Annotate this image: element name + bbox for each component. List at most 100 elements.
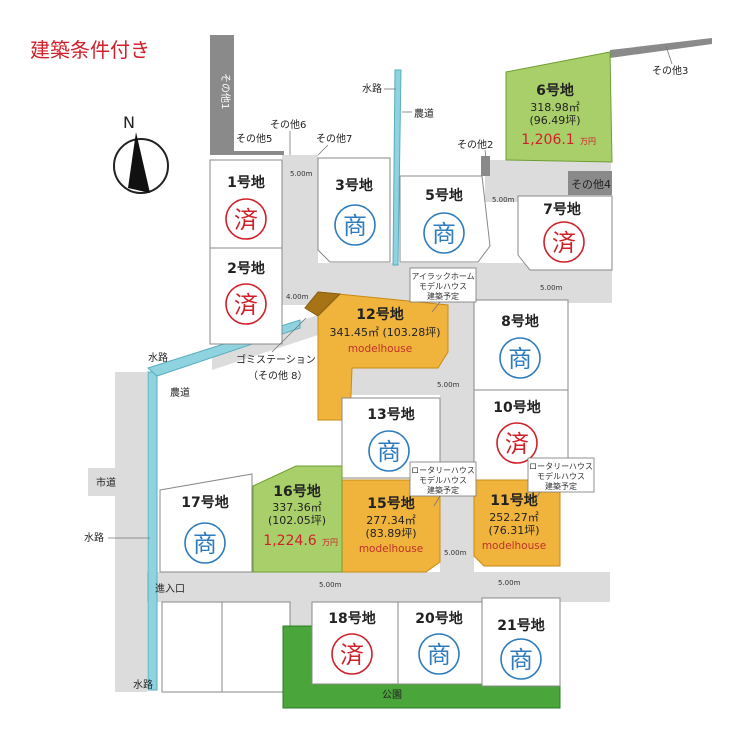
- lot-5-number: 5号地: [425, 187, 463, 204]
- callout-12-leader: [431, 301, 441, 313]
- road-width-h: 5.00m: [498, 579, 521, 587]
- other-3-label: その他3: [652, 64, 688, 77]
- city-road-label: 市道: [96, 476, 116, 489]
- lot-20-number: 20号地: [415, 610, 462, 627]
- callout-12-line2: モデルハウス: [419, 281, 467, 291]
- lot-12-strip: [304, 291, 342, 317]
- map-labels: その他5 その他6 その他7 その他2 その他3 水路 農道 水路 農道 市道 …: [84, 45, 688, 701]
- lot-5-mark: 商: [432, 220, 456, 248]
- lot-16-price: 1,224.6: [263, 533, 317, 549]
- other-2-label: その他2: [457, 138, 493, 151]
- waterway-upper: [392, 69, 402, 266]
- other-4-parcel: [568, 171, 612, 195]
- farm-road-label-top: 農道: [414, 107, 434, 120]
- lot-details: 318.98㎡ (96.49坪) 1,206.1 万円 337.36㎡ (102…: [263, 101, 596, 555]
- callout-12-box: [409, 267, 477, 303]
- lot-13-commercial-badge: [368, 430, 410, 472]
- callout-12-line1: アイラックホーム: [411, 272, 474, 281]
- callout-11-line2: モデルハウス: [537, 471, 585, 481]
- lot-17-number: 17号地: [181, 494, 228, 511]
- lot-2-sold-badge: [225, 283, 267, 325]
- lot-6-tsubo: (96.49坪): [529, 114, 580, 127]
- lot-15-area: 277.34㎡: [366, 514, 416, 527]
- road-top-vertical: [282, 155, 318, 305]
- lot-8-number: 8号地: [501, 313, 539, 330]
- lot-16-area: 337.36㎡: [272, 501, 322, 514]
- lot-21-mark: 商: [509, 646, 533, 674]
- road-width-d: 4.00m: [286, 293, 309, 301]
- other-2-parcel: [481, 156, 490, 176]
- lot-1-mark: 済: [234, 206, 258, 234]
- lot-12-number: 12号地: [356, 306, 403, 323]
- other-1-label: その他1: [219, 73, 232, 109]
- callout-11-line3: 建築予定: [545, 481, 577, 491]
- lot-17-mark: 商: [193, 530, 217, 558]
- lot-20-mark: 商: [427, 641, 451, 669]
- lot-7-mark: 済: [552, 229, 576, 257]
- callout-11-box: [527, 457, 595, 493]
- other-1-parcel: [210, 35, 234, 155]
- lot-13-number: 13号地: [367, 406, 414, 423]
- road-width-c: 5.00m: [540, 284, 563, 292]
- lot-8-commercial-badge: [499, 337, 541, 379]
- lot-10-mark: 済: [505, 430, 529, 458]
- callout-15-line3: 建築予定: [427, 485, 459, 495]
- callout-15-box: [409, 461, 477, 497]
- garbage-station-label-1: ゴミステーション: [236, 353, 316, 366]
- lot-21-number: 21号地: [497, 617, 544, 634]
- lot-16-price-unit: 万円: [322, 538, 338, 547]
- lot-2-number: 2号地: [227, 260, 265, 277]
- waterway-label-left: 水路: [148, 351, 168, 364]
- lot-15-tsubo: (83.89坪): [365, 527, 416, 540]
- lot-6-shape: [505, 51, 613, 163]
- lot-15-number: 15号地: [367, 495, 414, 512]
- lot-17-commercial-badge: [184, 522, 226, 564]
- callout-15-line1: ロータリーハウス: [411, 466, 475, 475]
- park-label: 公園: [382, 689, 402, 701]
- lower-left-parcel-a: [161, 601, 223, 693]
- lot-16-number: 16号地: [273, 483, 320, 500]
- garbage-station-leader: [271, 317, 307, 353]
- lot-10-number: 10号地: [493, 399, 540, 416]
- other-3-parcel: [610, 38, 712, 58]
- lot-21-commercial-badge: [500, 638, 542, 680]
- lot-11-tag: modelhouse: [482, 540, 546, 552]
- lot-18-mark: 済: [340, 641, 364, 669]
- entrance-label: 進入口: [155, 583, 185, 595]
- lot-12-area: 341.45㎡ (103.28坪): [329, 326, 440, 339]
- lot-6-area: 318.98㎡: [530, 101, 580, 114]
- waterway-label-top: 水路: [362, 82, 382, 95]
- lot-12-tag: modelhouse: [348, 343, 412, 355]
- lot-6-price-unit: 万円: [580, 137, 596, 146]
- road-width-labels: 5.00m 5.00m 5.00m 4.00m 5.00m 5.00m 5.00…: [286, 170, 563, 589]
- lot-16-tsubo: (102.05坪): [268, 514, 326, 527]
- lot-1-sold-badge: [225, 198, 267, 240]
- status-glyphs: 済 済 済 済 済 商 商 商 商 商 商 商: [193, 206, 576, 674]
- other-parcels: [210, 35, 712, 195]
- waterway-label-bottom: 水路: [133, 678, 153, 691]
- page-title: 建築条件付き: [30, 38, 150, 62]
- main-road-horizontal: [120, 572, 610, 602]
- callouts: アイラックホーム モデルハウス 建築予定 ロータリーハウス モデルハウス 建築予…: [409, 267, 595, 507]
- other-2-leader: [484, 149, 487, 159]
- lot-3-mark: 商: [343, 212, 367, 240]
- lot-6-number: 6号地: [536, 82, 574, 99]
- callout-12-line3: 建築予定: [427, 291, 459, 301]
- road-width-a: 5.00m: [290, 170, 313, 178]
- other-6-label: その他6: [270, 118, 306, 131]
- lot-11-area: 252.27㎡: [489, 511, 539, 524]
- callout-15-line2: モデルハウス: [419, 475, 467, 485]
- north-label: N: [123, 113, 135, 132]
- left-road-vertical: [115, 372, 147, 692]
- callout-11-line1: ロータリーハウス: [529, 462, 593, 471]
- farm-road-label-left: 農道: [170, 386, 190, 399]
- road-width-g: 5.00m: [319, 581, 342, 589]
- lot-3-commercial-badge: [334, 204, 376, 246]
- lot-10-sold-badge: [496, 422, 538, 464]
- other-4-label: その他4: [571, 178, 611, 191]
- lot-7-number: 7号地: [543, 201, 581, 218]
- callout-15-leader: [433, 495, 441, 507]
- lot-3-number: 3号地: [335, 177, 373, 194]
- lower-left-parcel-b: [221, 601, 291, 693]
